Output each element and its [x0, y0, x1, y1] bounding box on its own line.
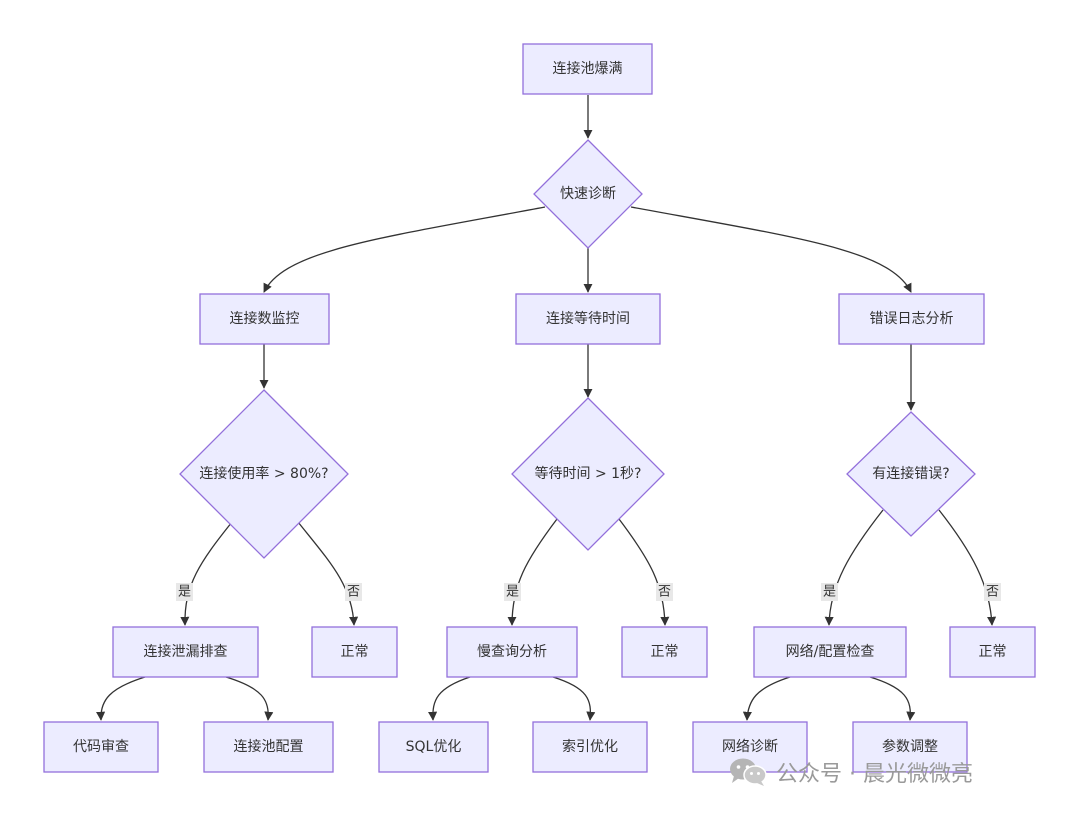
svg-text:代码审查: 代码审查 [73, 739, 129, 755]
edge-errorq-yes [824, 509, 884, 626]
svg-text:连接泄漏排查: 连接泄漏排查 [144, 643, 228, 660]
watermark-text: 公众号 · 晨光微微亮 [776, 762, 973, 787]
edge-waitq-yes [507, 518, 558, 626]
edge-leak-to-poolcfg [225, 676, 274, 721]
edge-usage-yes [180, 521, 233, 626]
svg-text:慢查询分析: 慢查询分析 [477, 643, 547, 660]
edge-diag-to-errorlog [630, 206, 912, 293]
svg-text:连接数监控: 连接数监控 [230, 310, 300, 327]
node-connection-wait-time: 连接等待时间 [515, 293, 661, 345]
edge-waitq-no [618, 518, 670, 626]
node-index-optimization: 索引优化 [532, 721, 648, 773]
svg-text:正常: 正常 [341, 644, 369, 660]
svg-text:正常: 正常 [651, 644, 679, 660]
node-slow-query-analysis: 慢查询分析 [446, 626, 578, 678]
edge-errorq-no [938, 509, 997, 626]
svg-text:等待时间 > 1秒?: 等待时间 > 1秒? [535, 465, 642, 482]
svg-text:正常: 正常 [979, 644, 1007, 660]
edge-usage-no [297, 521, 359, 626]
edge-slow-to-index [552, 676, 596, 721]
node-usage-over-80-decision: 连接使用率 > 80%? [179, 389, 349, 559]
svg-text:连接池配置: 连接池配置 [234, 738, 304, 755]
node-normal: 正常 [621, 626, 708, 678]
node-pool-configuration: 连接池配置 [203, 721, 334, 773]
node-leak-investigation: 连接泄漏排查 [112, 626, 259, 678]
svg-text:参数调整: 参数调整 [882, 738, 938, 755]
edge-slow-to-sql [428, 676, 471, 721]
edge-net-to-netdiag [742, 676, 791, 721]
svg-text:索引优化: 索引优化 [562, 738, 618, 755]
node-normal: 正常 [311, 626, 398, 678]
svg-text:网络诊断: 网络诊断 [722, 739, 778, 755]
edge-leak-to-code [96, 676, 146, 721]
node-quick-diagnosis: 快速诊断 [533, 139, 643, 249]
svg-text:错误日志分析: 错误日志分析 [870, 311, 954, 327]
svg-text:快速诊断: 快速诊断 [560, 186, 616, 202]
edge-net-to-param [869, 676, 916, 721]
edge-labels: 是 否 是 否 是 否 [176, 583, 1001, 601]
node-parameter-tuning: 参数调整 [852, 721, 968, 773]
edge-label-yes: 是 [178, 585, 191, 600]
node-network-config-check: 网络/配置检查 [753, 626, 907, 678]
watermark: 公众号 · 晨光微微亮 [728, 756, 973, 788]
nodes: 连接池爆满 快速诊断 连接数监控 连接等待时间 错误日志分析 连接使用率 > 8… [43, 43, 1036, 773]
svg-text:网络/配置检查: 网络/配置检查 [786, 644, 875, 660]
svg-text:连接池爆满: 连接池爆满 [553, 60, 623, 77]
node-error-log-analysis: 错误日志分析 [838, 293, 985, 345]
edge-label-yes: 是 [823, 585, 836, 600]
svg-text:SQL优化: SQL优化 [406, 739, 462, 755]
node-pool-full: 连接池爆满 [522, 43, 653, 95]
edge-label-no: 否 [347, 585, 360, 600]
node-wait-over-1s-decision: 等待时间 > 1秒? [511, 397, 665, 551]
svg-text:连接等待时间: 连接等待时间 [546, 310, 630, 327]
wechat-icon [730, 758, 767, 786]
edge-label-no: 否 [986, 585, 999, 600]
node-connection-monitor: 连接数监控 [199, 293, 330, 345]
edge-label-yes: 是 [506, 585, 519, 600]
node-code-review: 代码审查 [43, 721, 159, 773]
edge-label-no: 否 [658, 585, 671, 600]
node-has-error-decision: 有连接错误? [846, 411, 976, 537]
node-normal: 正常 [949, 626, 1036, 678]
node-sql-optimization: SQL优化 [378, 721, 489, 773]
svg-text:连接使用率 > 80%?: 连接使用率 > 80%? [199, 465, 328, 482]
edge-diag-to-monitor [263, 206, 546, 293]
edges [96, 95, 997, 721]
svg-text:有连接错误?: 有连接错误? [872, 465, 949, 482]
